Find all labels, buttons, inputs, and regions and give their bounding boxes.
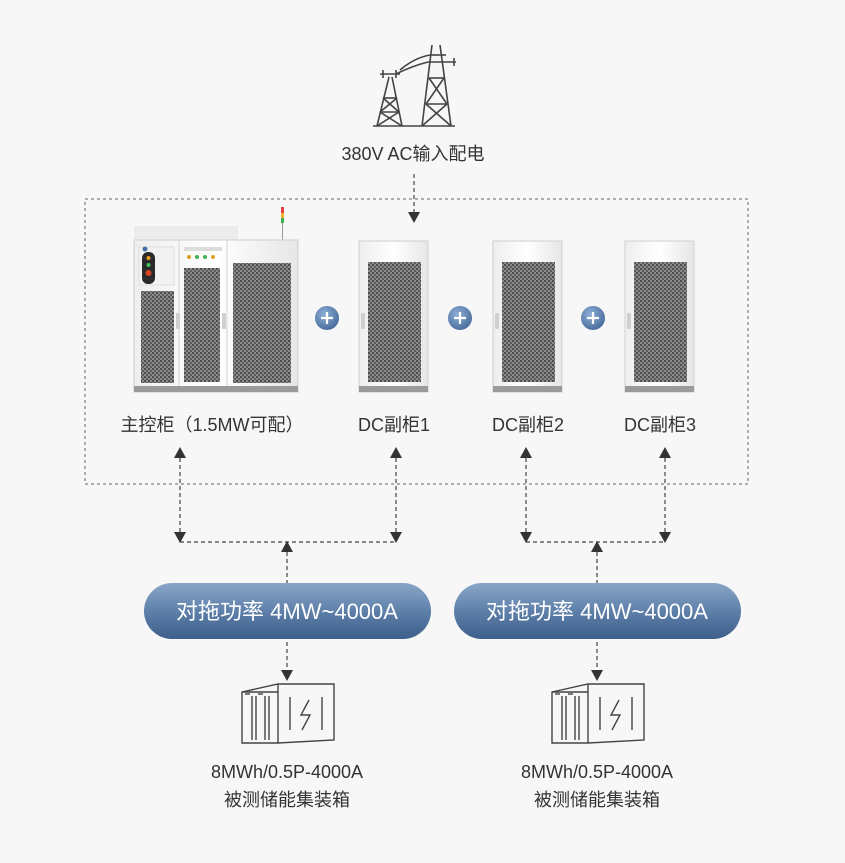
dc-cabinet-2-icon xyxy=(492,240,563,393)
cabinet-label-dc1: DC副柜1 xyxy=(358,415,430,435)
cabinet-label-main: 主控柜（1.5MW可配） xyxy=(120,415,303,435)
source-arrow xyxy=(408,174,420,223)
pill-to-container-left xyxy=(281,642,293,681)
power-pill-right: 对拖功率 4MW~4000A xyxy=(454,583,741,639)
source-label: 380V AC输入配电 xyxy=(341,144,484,164)
pill-to-container-right xyxy=(591,642,603,681)
cabinet-label-dc2: DC副柜2 xyxy=(492,415,564,435)
container-left-name: 被测储能集装箱 xyxy=(224,790,350,810)
dc-cabinet-1-icon xyxy=(358,240,429,393)
storage-container-icon xyxy=(551,683,645,744)
cabinet-group-frame xyxy=(84,198,749,485)
connector-right xyxy=(520,447,671,583)
main-control-cabinet-icon xyxy=(133,207,299,393)
container-right-name: 被测储能集装箱 xyxy=(534,790,660,810)
power-pill-left-label: 对拖功率 4MW~4000A xyxy=(176,599,398,624)
power-pill-right-label: 对拖功率 4MW~4000A xyxy=(486,599,708,624)
plus-circle-icon xyxy=(315,306,339,330)
dc-cabinet-3-icon xyxy=(624,240,695,393)
storage-container-icon xyxy=(241,683,335,744)
cabinet-label-dc3: DC副柜3 xyxy=(624,415,696,435)
plus-circle-icon xyxy=(448,306,472,330)
power-pill-left: 对拖功率 4MW~4000A xyxy=(144,583,431,639)
plus-circle-icon xyxy=(581,306,605,330)
container-left-spec: 8MWh/0.5P-4000A xyxy=(211,762,363,782)
power-tower-icon xyxy=(373,44,456,127)
connector-left xyxy=(174,447,402,583)
container-right-spec: 8MWh/0.5P-4000A xyxy=(521,762,673,782)
